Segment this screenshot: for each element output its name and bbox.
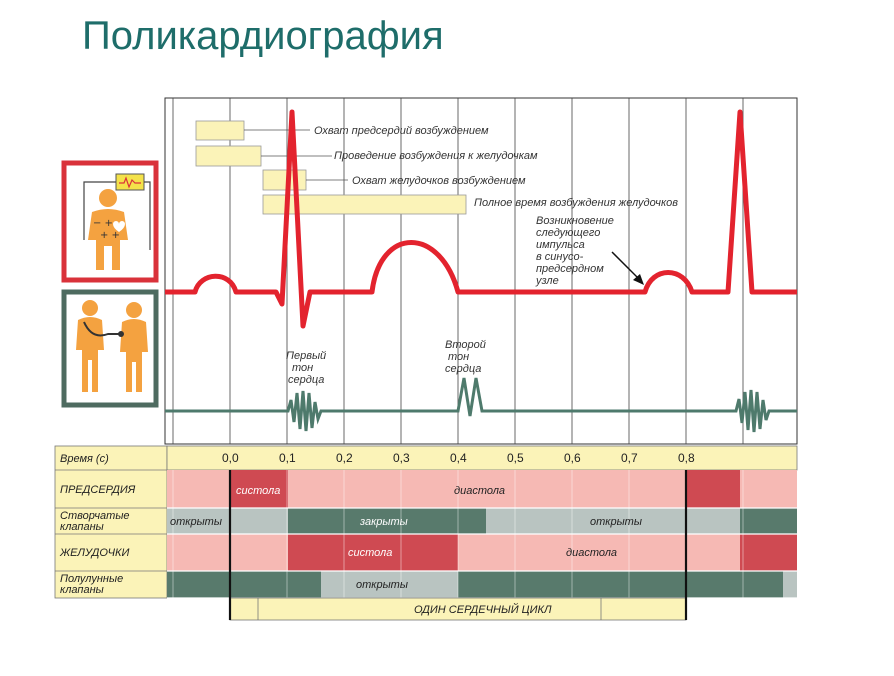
row-label-ventricles: ЖЕЛУДОЧКИ — [59, 547, 129, 559]
tick-label: 0,8 — [678, 451, 695, 465]
excitation-bars — [195, 120, 467, 215]
cycle-label: ОДИН СЕРДЕЧНЫЙ ЦИКЛ — [414, 603, 552, 616]
impulse-arrow-head — [633, 274, 644, 285]
row-label-av-valves-2: клапаны — [60, 521, 104, 533]
tick-label: 0,1 — [279, 451, 296, 465]
ecg-trace — [165, 109, 797, 329]
svg-text:− +: − + — [93, 218, 113, 229]
ventricles-diastole-text: диастола — [566, 547, 617, 559]
label-next-impulse: Возникновение следующего импульса в сину… — [535, 215, 614, 287]
cycle-table — [54, 445, 798, 621]
time-axis-label: Время (с) — [60, 453, 109, 465]
av-open-left-text: открыты — [170, 516, 222, 528]
tick-label: 0,0 — [222, 451, 239, 465]
label-atria-excitation: Охват предсердий возбуждением — [314, 125, 489, 137]
svg-text:в синусо-: в синусо- — [536, 251, 584, 263]
svg-text:Второй: Второй — [445, 339, 486, 351]
atria-diastole-text: диастола — [454, 485, 505, 497]
svg-text:следующего: следующего — [536, 227, 600, 239]
svg-text:импульса: импульса — [536, 239, 585, 251]
ecg-patient-icon: − + + + — [61, 160, 159, 283]
tick-label: 0,6 — [564, 451, 581, 465]
label-total-time: Полное время возбуждения желудочков — [474, 197, 678, 209]
svg-text:сердца: сердца — [445, 363, 481, 375]
ventricles-systole-text: систола — [348, 547, 392, 559]
svg-text:предсердном: предсердном — [536, 263, 604, 275]
tick-label: 0,4 — [450, 451, 467, 465]
svg-text:Первый: Первый — [286, 350, 326, 362]
tick-label: 0,3 — [393, 451, 410, 465]
svg-text:Возникновение: Возникновение — [536, 215, 614, 227]
pcg-trace — [165, 377, 797, 433]
svg-text:тон: тон — [292, 362, 313, 374]
impulse-arrow — [611, 251, 641, 281]
av-closed-text: закрыты — [359, 516, 408, 528]
svg-text:+ +: + + — [100, 230, 120, 241]
stethoscope-doctor-icon — [61, 289, 159, 408]
row-label-av-valves-1: Створчатые — [60, 510, 130, 522]
semilunar-open-text: открыты — [356, 579, 408, 591]
row-label-semilunar-2: клапаны — [60, 584, 104, 596]
page-title: Поликардиография — [82, 14, 444, 58]
tick-label: 0,2 — [336, 451, 353, 465]
row-label-atria: ПРЕДСЕРДИЯ — [60, 484, 136, 496]
tick-label: 0,7 — [621, 451, 638, 465]
svg-text:сердца: сердца — [288, 374, 324, 386]
label-second-sound: Второй тон сердца — [445, 339, 486, 375]
av-open-right-text: открыты — [590, 516, 642, 528]
label-first-sound: Первый тон сердца — [286, 350, 326, 386]
label-conduction: Проведение возбуждения к желудочкам — [334, 150, 538, 162]
svg-text:узле: узле — [535, 275, 559, 287]
atria-systole-text: систола — [236, 485, 280, 497]
tick-label: 0,5 — [507, 451, 524, 465]
svg-text:тон: тон — [448, 351, 469, 363]
label-ventricles-excitation: Охват желудочков возбуждением — [352, 175, 526, 187]
row-label-semilunar-1: Полулунные — [60, 573, 123, 585]
